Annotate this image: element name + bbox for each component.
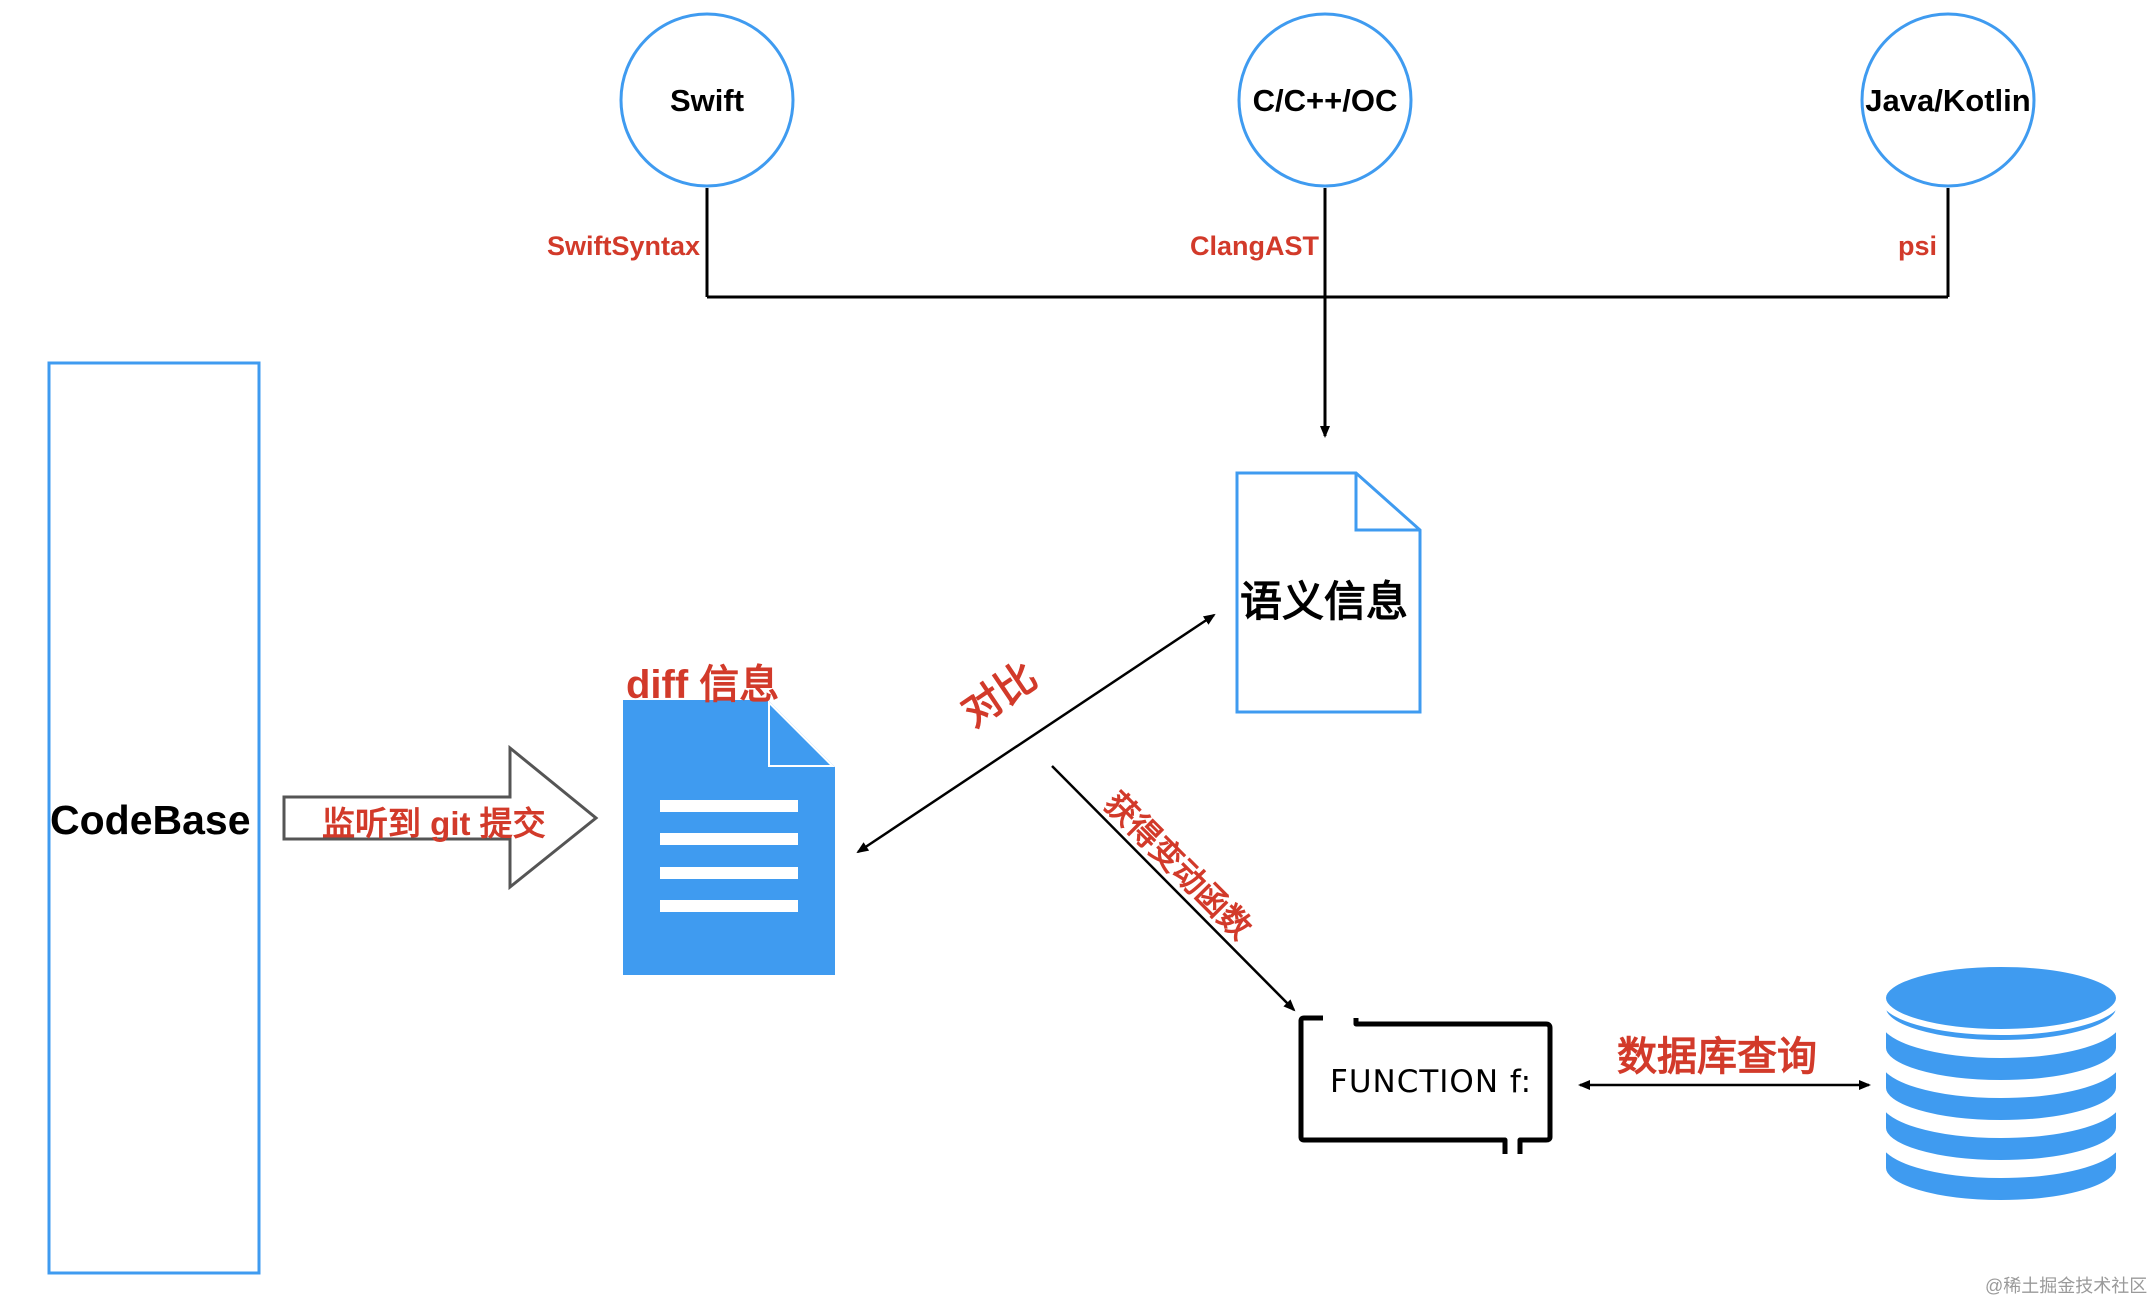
semantic-info-label: 语义信息 [1240, 578, 1409, 625]
language-label-clang: C/C++/OC [1252, 83, 1398, 118]
function-icon [1298, 1015, 1553, 1154]
parser-label-clang: ClangAST [1190, 231, 1320, 261]
compare-arrow [856, 613, 1216, 854]
language-label-swift: Swift [669, 83, 745, 118]
codebase-box [47, 361, 261, 1275]
codebase-label: CodeBase [50, 797, 251, 843]
watermark: @稀土掘金技术社区 [1985, 1276, 2148, 1296]
clang-circle [1237, 12, 1413, 188]
swift-circle [619, 12, 795, 188]
database-icon [1880, 961, 2122, 1206]
language-label-java: Java/Kotlin [1865, 83, 2031, 118]
semantic-doc-icon [1235, 471, 1422, 714]
hollow-arrow-icon [282, 744, 599, 891]
git-commit-label: 监听到 git 提交 [322, 805, 546, 842]
parser-label-java: psi [1898, 231, 1938, 261]
diff-info-label: diff 信息 [626, 663, 780, 707]
function-label: FUNCTION f: [1330, 1064, 1533, 1100]
db-query-label: 数据库查询 [1617, 1035, 1817, 1079]
changed-function-arrow [1051, 765, 1296, 1012]
java-circle [1860, 12, 2036, 188]
parser-label-swift: SwiftSyntax [547, 231, 701, 261]
document-icon [623, 700, 835, 975]
